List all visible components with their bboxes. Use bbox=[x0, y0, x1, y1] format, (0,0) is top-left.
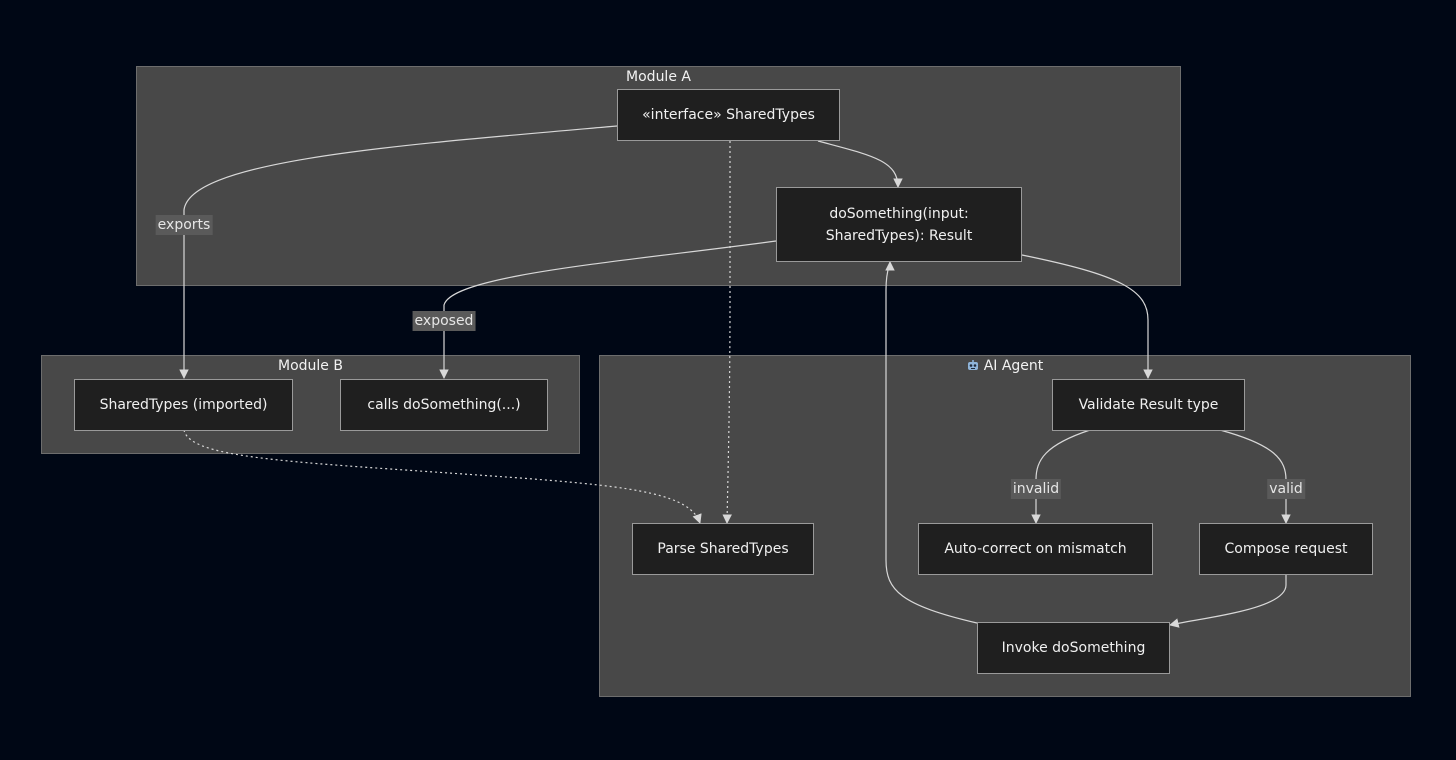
cluster-title-ai-agent: AI Agent bbox=[600, 358, 1410, 374]
node-compose-request[interactable]: Compose request bbox=[1199, 523, 1373, 575]
edge-label-exposed: exposed bbox=[412, 311, 476, 331]
node-parse-shared-types[interactable]: Parse SharedTypes bbox=[632, 523, 814, 575]
node-validate-result[interactable]: Validate Result type bbox=[1052, 379, 1245, 431]
node-shared-types-imported[interactable]: SharedTypes (imported) bbox=[74, 379, 293, 431]
node-do-something-line2: SharedTypes): Result bbox=[825, 227, 973, 244]
cluster-title-module-a: Module A bbox=[626, 69, 691, 85]
node-shared-types-interface[interactable]: «interface» SharedTypes bbox=[617, 89, 840, 141]
robot-icon bbox=[967, 359, 979, 370]
edge-label-exports: exports bbox=[155, 215, 213, 235]
node-do-something-line1: doSomething(input: bbox=[829, 205, 969, 222]
node-invoke-do-something[interactable]: Invoke doSomething bbox=[977, 622, 1170, 674]
cluster-title-ai-agent-text: AI Agent bbox=[983, 358, 1044, 374]
node-calls-do-something[interactable]: calls doSomething(...) bbox=[340, 379, 548, 431]
edge-label-invalid: invalid bbox=[1010, 479, 1062, 499]
cluster-title-module-b: Module B bbox=[278, 358, 343, 374]
edge-label-valid: valid bbox=[1267, 479, 1305, 499]
node-auto-correct[interactable]: Auto-correct on mismatch bbox=[918, 523, 1153, 575]
node-do-something[interactable]: doSomething(input: SharedTypes): Result bbox=[776, 187, 1022, 262]
